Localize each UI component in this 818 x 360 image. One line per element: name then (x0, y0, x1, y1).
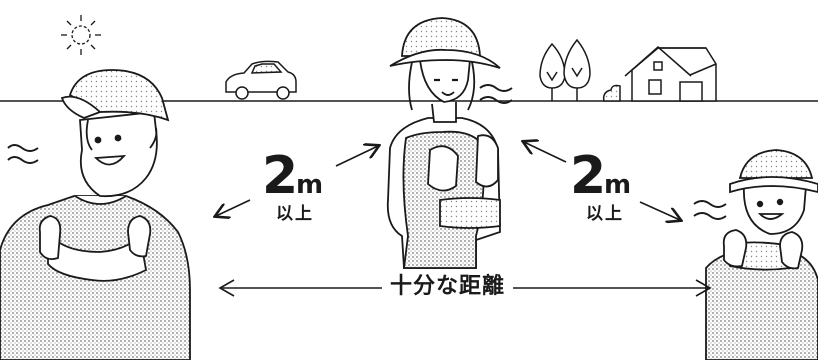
left-distance-qualifier: 以上 (276, 204, 314, 224)
child-figure (705, 149, 818, 360)
right-distance-qualifier: 以上 (586, 204, 624, 224)
right-distance-unit: m (604, 170, 632, 200)
sufficient-distance-label: 十分な距離 (382, 276, 514, 298)
woman-figure (386, 17, 501, 269)
house-icon (602, 46, 717, 102)
left-distance-unit: m (296, 170, 324, 200)
left-distance-value: 2 (262, 146, 298, 206)
right-distance-value: 2 (570, 146, 606, 206)
tree-icon (539, 38, 591, 101)
sun-icon (61, 15, 101, 55)
car-icon (225, 60, 297, 100)
boy-figure (0, 69, 191, 360)
arrow-icon (216, 142, 680, 220)
wind-icon (7, 84, 727, 220)
